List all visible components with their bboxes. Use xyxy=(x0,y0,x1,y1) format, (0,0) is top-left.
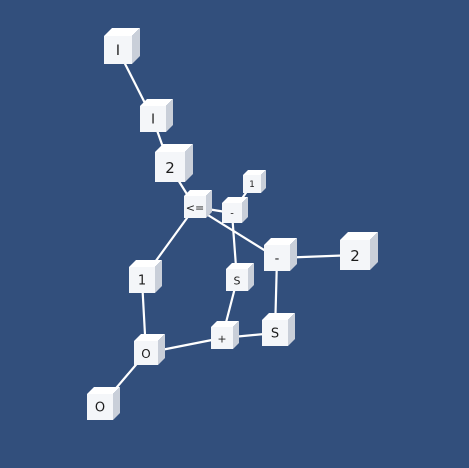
cube-top-face xyxy=(262,313,295,320)
node-label: - xyxy=(230,209,234,220)
node-label: + xyxy=(217,333,226,346)
node-n_plus[interactable]: + xyxy=(211,321,239,349)
node-n_S1[interactable]: S xyxy=(226,263,254,291)
node-n_I1[interactable]: I xyxy=(104,28,140,64)
node-n_S2[interactable]: S xyxy=(262,313,295,346)
node-n_le[interactable]: <= xyxy=(184,190,212,218)
cube-top-face xyxy=(129,260,162,267)
edge-n_le-n_m2 xyxy=(193,205,279,260)
node-label: I xyxy=(151,113,155,128)
cube-side-face xyxy=(155,260,162,293)
cube-top-face xyxy=(243,170,266,175)
cube-side-face xyxy=(132,28,140,64)
node-label: O xyxy=(141,347,150,361)
cube-front-face xyxy=(222,203,242,223)
cube-top-face xyxy=(87,387,120,394)
cube-front-face xyxy=(226,269,248,291)
cube-side-face xyxy=(370,232,378,270)
cube-side-face xyxy=(206,190,212,218)
node-n_2a[interactable]: 2 xyxy=(155,144,193,182)
node-label: - xyxy=(275,252,280,267)
cube-side-face xyxy=(288,313,295,346)
node-n_m2[interactable]: - xyxy=(264,238,297,271)
node-label: 1 xyxy=(249,180,255,190)
cube-front-face xyxy=(264,245,290,271)
cube-front-face xyxy=(184,196,206,218)
cube-top-face xyxy=(222,197,248,203)
node-n_m1[interactable]: - xyxy=(222,197,248,223)
cube-top-face xyxy=(211,321,239,327)
cube-front-face xyxy=(340,240,370,270)
node-label: <= xyxy=(186,202,204,215)
node-label: O xyxy=(95,401,105,416)
cube-top-face xyxy=(104,28,140,36)
cube-side-face xyxy=(185,144,193,182)
cube-top-face xyxy=(226,263,254,269)
cube-front-face xyxy=(262,320,288,346)
node-n_O1[interactable]: O xyxy=(134,334,165,365)
cube-front-face xyxy=(211,327,233,349)
cube-front-face xyxy=(155,152,185,182)
node-label: 1 xyxy=(138,274,146,289)
cube-side-face xyxy=(166,99,173,132)
node-n_2b[interactable]: 2 xyxy=(340,232,378,270)
cube-side-face xyxy=(261,170,266,193)
node-n_I2[interactable]: I xyxy=(140,99,173,132)
cube-top-face xyxy=(134,334,165,341)
cube-front-face xyxy=(87,394,113,420)
cube-top-face xyxy=(264,238,297,245)
cube-top-face xyxy=(184,190,212,196)
cube-side-face xyxy=(242,197,248,223)
node-n_1b[interactable]: 1 xyxy=(129,260,162,293)
cube-top-face xyxy=(340,232,378,240)
cube-front-face xyxy=(104,36,132,64)
cube-front-face xyxy=(140,106,166,132)
cube-top-face xyxy=(140,99,173,106)
cube-front-face xyxy=(243,175,261,193)
node-label: S xyxy=(271,327,279,342)
cube-side-face xyxy=(290,238,297,271)
cube-side-face xyxy=(233,321,239,349)
node-n_1a[interactable]: 1 xyxy=(243,170,266,193)
cube-front-face xyxy=(129,267,155,293)
node-label: S xyxy=(234,275,241,288)
node-label: I xyxy=(116,43,120,59)
cube-front-face xyxy=(134,341,158,365)
node-label: 2 xyxy=(350,247,360,265)
node-label: 2 xyxy=(165,159,175,177)
cube-side-face xyxy=(158,334,165,365)
cube-top-face xyxy=(155,144,193,152)
node-n_O2[interactable]: O xyxy=(87,387,120,420)
cube-side-face xyxy=(248,263,254,291)
cube-side-face xyxy=(113,387,120,420)
